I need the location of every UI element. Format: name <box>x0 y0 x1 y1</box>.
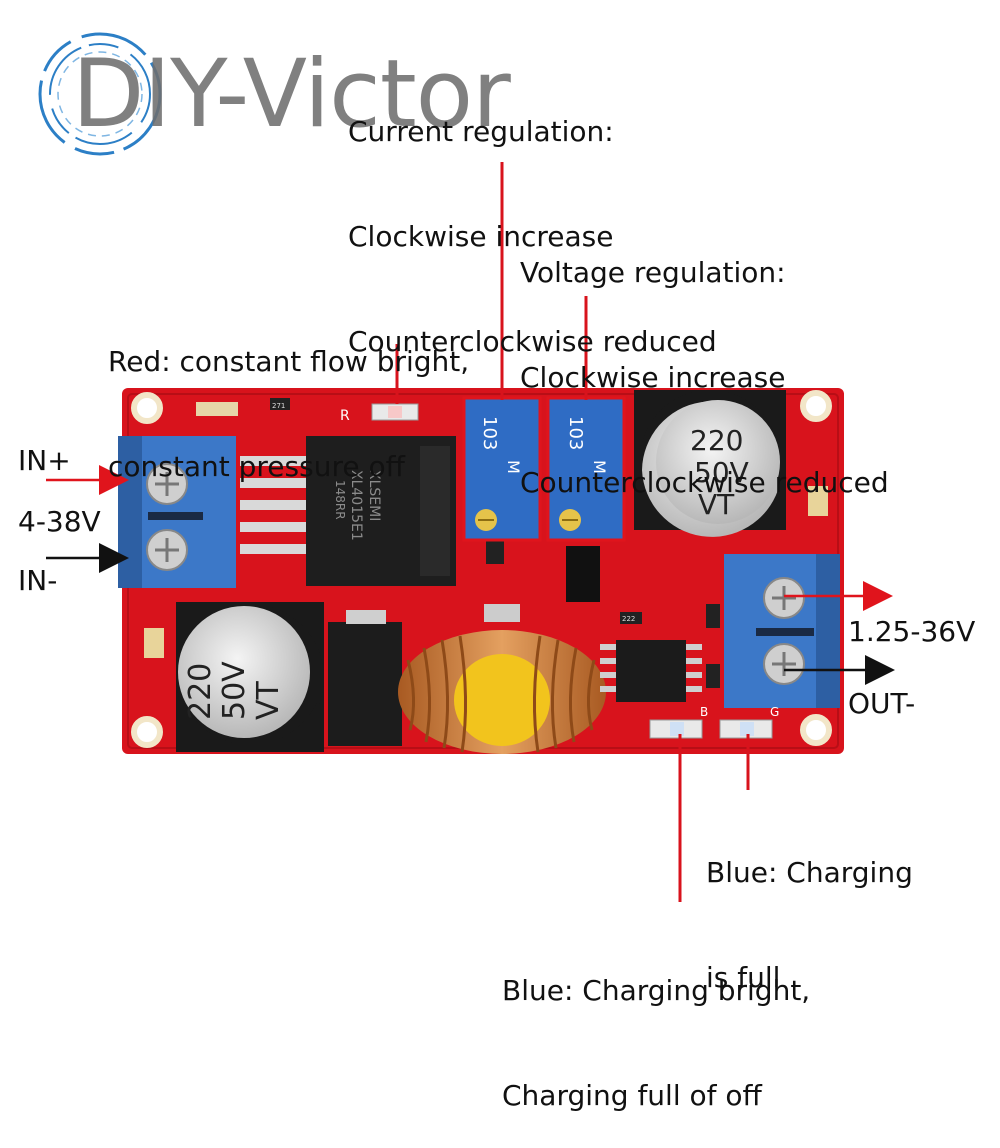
output-voltage-label: 1.25-36V <box>848 615 976 648</box>
svg-text:220: 220 <box>183 663 218 720</box>
current-regulation-label: Current regulation: Clockwise increase C… <box>348 44 717 394</box>
svg-text:VT: VT <box>698 488 735 521</box>
svg-text:VT: VT <box>251 680 286 720</box>
voltage-regulation-title: Voltage regulation: <box>520 256 786 289</box>
current-regulation-title: Current regulation: <box>348 115 614 148</box>
svg-text:271: 271 <box>272 402 285 410</box>
smd-components: 271 R 222 <box>144 398 828 688</box>
red-led-line1: Red: constant flow bright, <box>108 345 470 378</box>
svg-text:103: 103 <box>565 416 586 450</box>
transistor <box>566 546 600 602</box>
blue-charging-line2: Charging full of off <box>502 1079 762 1112</box>
blue-charging-line1: Blue: Charging bright, <box>502 974 811 1007</box>
input-terminal-block <box>118 436 236 588</box>
svg-text:50V: 50V <box>694 456 749 489</box>
callout-lines <box>395 162 750 902</box>
input-voltage-label: 4-38V <box>18 505 101 538</box>
svg-text:XLSEMI: XLSEMI <box>366 470 382 521</box>
red-led-line2: constant pressure off <box>108 450 405 483</box>
capacitor-bottom: 220 50V VT <box>176 602 324 752</box>
toroid-inductor <box>398 630 606 754</box>
schottky-diode <box>328 622 402 746</box>
out-minus-label: OUT- <box>848 687 916 720</box>
soic-chip <box>600 640 702 702</box>
svg-text:220: 220 <box>690 424 743 457</box>
red-led-label: Red: constant flow bright, constant pres… <box>108 274 469 519</box>
svg-text:R: R <box>340 408 350 424</box>
regulator-ic: XLSEMI XL4015E1 148RR <box>240 436 456 586</box>
svg-text:50V: 50V <box>217 661 252 720</box>
blue-full-line1: Blue: Charging <box>706 856 913 889</box>
svg-text:103: 103 <box>479 416 500 450</box>
status-leds: B G <box>649 705 779 739</box>
voltage-regulation-line1: Clockwise increase <box>520 361 786 394</box>
current-regulation-line2: Counterclockwise reduced <box>348 325 717 358</box>
voltage-regulation-label: Voltage regulation: Clockwise increase C… <box>520 185 889 535</box>
capacitor-top: 220 50V VT <box>634 390 786 537</box>
output-terminal-block <box>724 554 840 708</box>
voltage-regulation-line2: Counterclockwise reduced <box>520 466 889 499</box>
svg-text:G: G <box>770 705 779 719</box>
svg-text:M: M <box>590 460 609 474</box>
svg-text:B: B <box>700 705 708 719</box>
blue-full-line2: is full <box>706 961 781 994</box>
blue-full-label: Blue: Charging is full <box>706 785 913 1030</box>
module-illustration: XLSEMI XL4015E1 148RR 271 R 222 103 M 10… <box>46 162 895 902</box>
in-plus-label: IN+ <box>18 444 71 477</box>
voltage-potentiometer: 103 M <box>546 396 626 542</box>
current-regulation-line1: Clockwise increase <box>348 220 614 253</box>
svg-text:XL4015E1: XL4015E1 <box>348 470 364 541</box>
blue-charging-label: Blue: Charging bright, Charging full of … <box>502 903 810 1148</box>
logo-icon <box>38 32 162 156</box>
svg-text:148RR: 148RR <box>333 480 347 520</box>
svg-text:222: 222 <box>622 615 635 623</box>
in-minus-label: IN- <box>18 564 58 597</box>
mounting-holes <box>131 390 832 748</box>
svg-text:M: M <box>504 460 523 474</box>
current-potentiometer: 103 M <box>462 396 542 542</box>
watermark: DIY-Victor <box>72 40 511 149</box>
